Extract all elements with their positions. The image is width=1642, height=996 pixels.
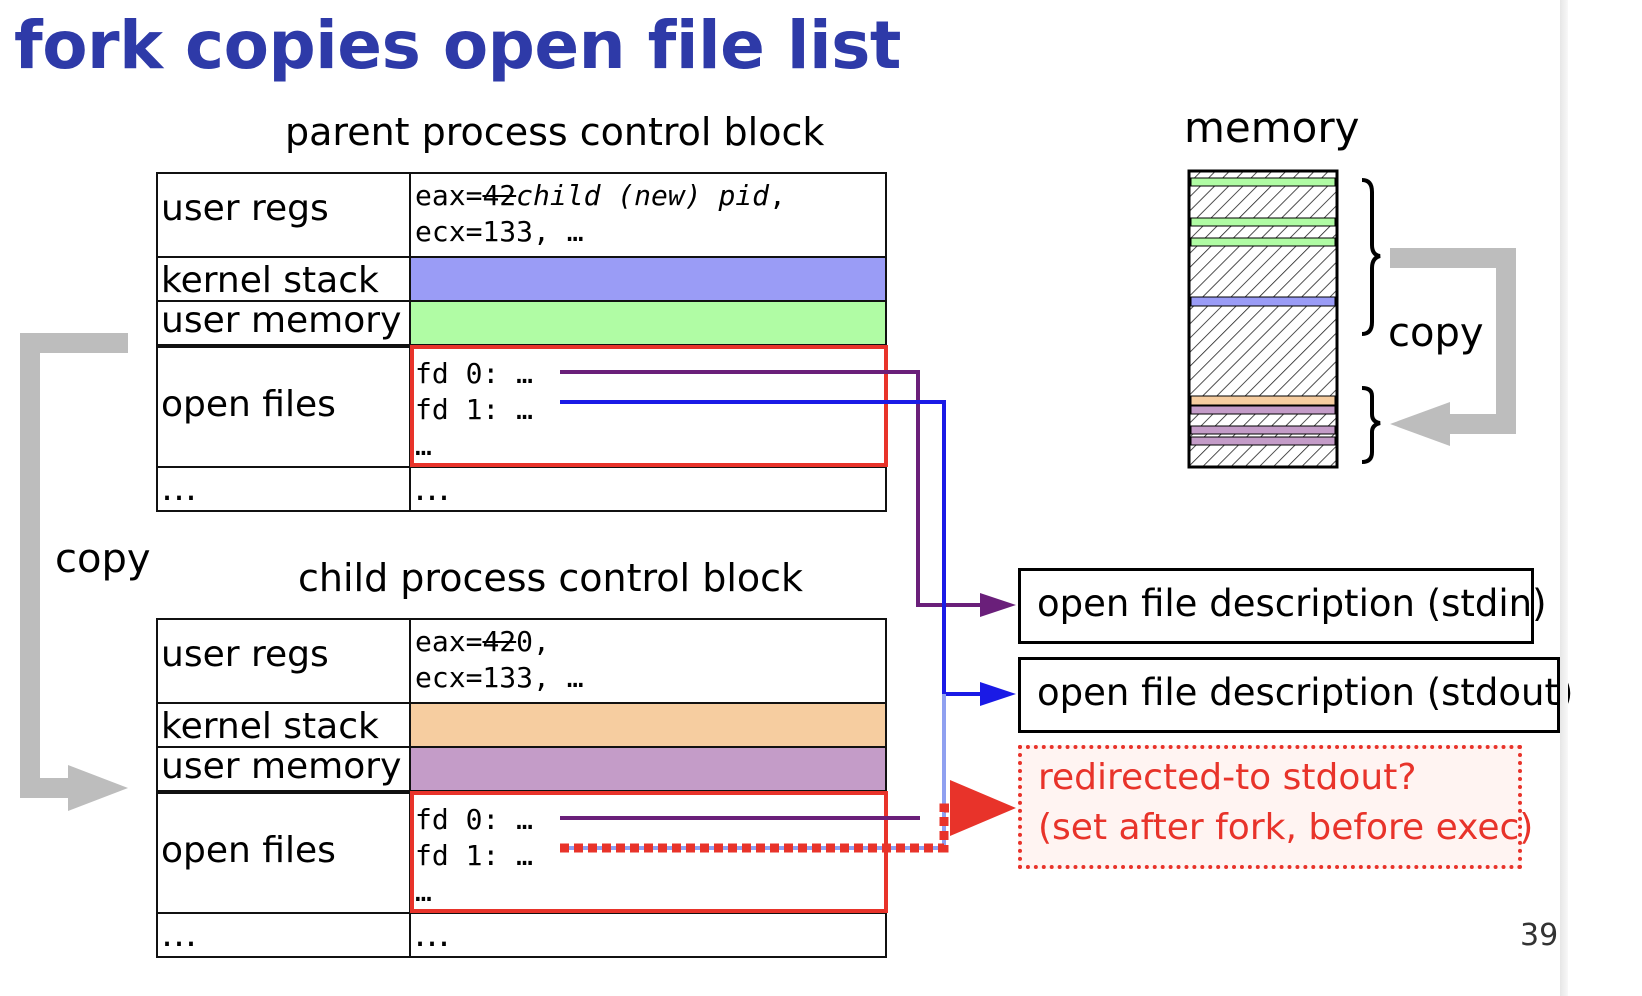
parent-user-memory-label-cell: user memory <box>156 300 411 346</box>
parent-regs-line1: eax=42child (new) pid, <box>411 174 885 214</box>
memory-heading: memory <box>1184 103 1360 152</box>
child-pcb-heading: child process control block <box>298 556 804 600</box>
child-user-memory-label-cell: user memory <box>156 746 411 792</box>
parent-regs-line2: ecx=133, … <box>415 215 584 248</box>
parent-kernel-stack-fill <box>409 256 887 302</box>
child-open-files-label: open files <box>161 830 336 871</box>
open-file-description-stdin: open file description (stdin) <box>1018 568 1547 644</box>
redirect-line2: (set after fork, before exec) <box>1038 807 1534 848</box>
parent-regs-comma: , <box>769 179 786 212</box>
child-fd1-redirect-pointer <box>560 780 1016 853</box>
parent-more-label: … <box>161 468 197 509</box>
parent-pcb-heading: parent process control block <box>285 110 825 154</box>
child-open-files-value-cell: fd 0: … fd 1: … … <box>409 792 887 914</box>
child-regs-comma: , <box>533 625 550 658</box>
child-regs-new-value: 0 <box>516 625 534 658</box>
child-user-memory-fill <box>409 746 887 792</box>
parent-more-value-cell: … <box>409 466 887 512</box>
parent-more-value: … <box>414 468 450 509</box>
child-user-regs-label: user regs <box>161 634 329 675</box>
parent-fd-more: … <box>415 429 432 462</box>
child-regs-old-value: 42 <box>482 625 517 658</box>
memory-diagram <box>1187 169 1339 469</box>
parent-open-files-value-cell: fd 0: … fd 1: … … <box>409 346 887 468</box>
child-more-value-cell: … <box>409 912 887 958</box>
page-edge-shadow <box>1560 0 1568 996</box>
page-title: fork copies open file list <box>14 7 901 84</box>
redirect-line1: redirected-to stdout? <box>1038 757 1417 798</box>
copy-pcb-arrow <box>20 333 128 811</box>
child-open-files-label-cell: open files <box>156 792 411 914</box>
parent-fd0-pointer <box>560 370 1016 617</box>
child-regs-line1: eax=420, <box>411 620 885 660</box>
parent-user-memory-label: user memory <box>161 300 402 341</box>
child-regs-eax: eax= <box>415 625 483 658</box>
page-number: 39 <box>1520 918 1559 953</box>
child-more-value: … <box>414 914 450 955</box>
memory-braces <box>1361 178 1381 464</box>
parent-open-files-label-cell: open files <box>156 346 411 468</box>
copy-pcb-label: copy <box>55 536 151 582</box>
child-regs-line2: ecx=133, … <box>415 661 584 694</box>
parent-user-regs-value-cell: eax=42child (new) pid, ecx=133, … <box>409 172 887 258</box>
parent-user-memory-fill <box>409 300 887 346</box>
parent-regs-eax: eax= <box>415 179 483 212</box>
child-fd-more: … <box>415 875 432 908</box>
parent-fd1: fd 1: … <box>415 393 534 426</box>
parent-regs-old-value: 42 <box>482 179 517 212</box>
redirect-note: redirected-to stdout? (set after fork, b… <box>1018 745 1534 869</box>
parent-fd1-pointer <box>560 400 1016 706</box>
child-user-regs-label-cell: user regs <box>156 618 411 704</box>
child-fd1-pointer <box>560 694 946 850</box>
parent-open-files-highlight <box>410 345 888 467</box>
parent-user-regs-label-cell: user regs <box>156 172 411 258</box>
parent-user-regs-label: user regs <box>161 188 329 229</box>
child-kernel-stack-label: kernel stack <box>161 706 379 747</box>
child-fd1: fd 1: … <box>415 839 534 872</box>
copy-memory-label: copy <box>1388 310 1484 356</box>
child-fd0: fd 0: … <box>415 803 534 836</box>
parent-kernel-stack-label-cell: kernel stack <box>156 256 411 302</box>
parent-fd0: fd 0: … <box>415 357 534 390</box>
copy-memory-arrow <box>1390 248 1516 446</box>
parent-more-label-cell: … <box>156 466 411 512</box>
parent-kernel-stack-label: kernel stack <box>161 260 379 301</box>
parent-regs-new-value: child (new) pid <box>516 179 770 212</box>
child-kernel-stack-label-cell: kernel stack <box>156 702 411 748</box>
parent-open-files-label: open files <box>161 384 336 425</box>
open-file-description-stdout: open file description (stdout) <box>1018 657 1573 733</box>
child-user-memory-label: user memory <box>161 746 402 787</box>
child-more-label: … <box>161 914 197 955</box>
